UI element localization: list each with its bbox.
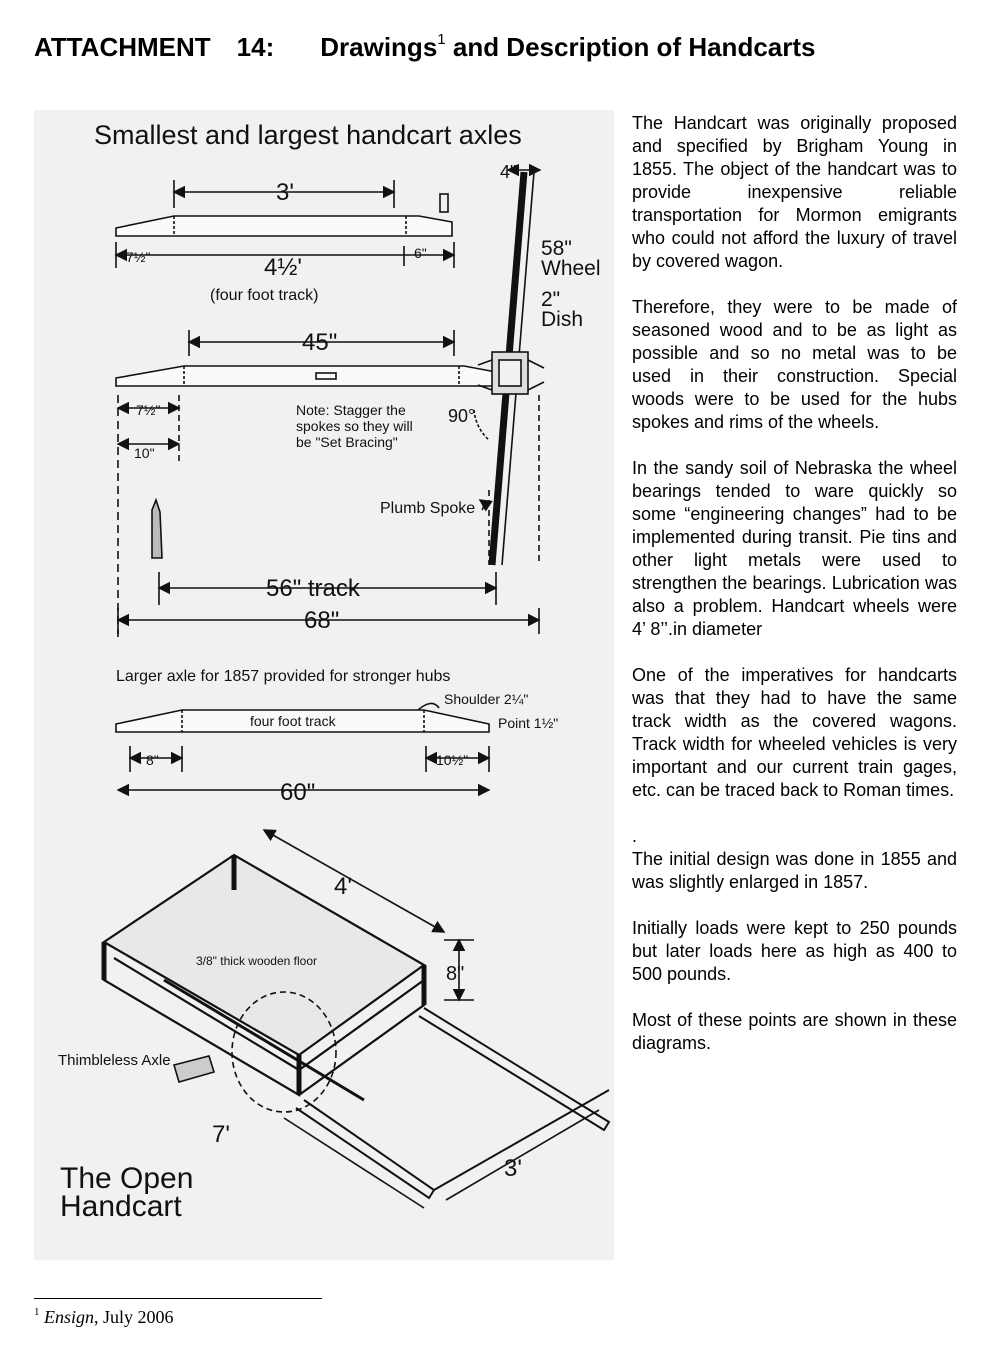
title-number: 14: <box>236 32 275 62</box>
large-axle-left-end: 8" <box>146 752 159 768</box>
title-label: ATTACHMENT <box>34 32 211 62</box>
axle-45-length: 45" <box>302 329 337 356</box>
large-axle-shoulder: Shoulder 2¼" <box>444 691 528 707</box>
page-title: ATTACHMENT 14: Drawings1 and Description o… <box>34 32 954 63</box>
thimbleless-axle: Thimbleless Axle <box>58 1052 171 1069</box>
description-paragraph: The initial design was done in 1855 and … <box>632 849 957 892</box>
large-axle-caption: Larger axle for 1857 provided for strong… <box>116 668 450 685</box>
footnote: 1 Ensign, July 2006 <box>34 1307 174 1328</box>
overall-width: 68" <box>304 607 339 634</box>
large-axle-length: 60" <box>280 779 315 806</box>
cart-handle <box>295 1007 611 1200</box>
cart-width: 4' <box>334 873 352 900</box>
figure-title: Smallest and largest handcart axles <box>94 120 522 150</box>
cart-depth: 8" <box>446 963 464 985</box>
cart-box <box>101 853 427 1097</box>
spoke-note-line3: be "Set Bracing" <box>296 434 398 450</box>
footnote-number: 1 <box>34 1306 40 1318</box>
cart-name-line2: Handcart <box>60 1190 182 1223</box>
small-axle-note: (four foot track) <box>210 287 318 304</box>
small-axle-length: 4½' <box>264 254 302 281</box>
footnote-source: Ensign <box>44 1307 95 1327</box>
track-width: 56" track <box>266 575 361 602</box>
description-paragraph: Most of these points are shown in these … <box>632 1010 957 1053</box>
wheel-diameter-label: Wheel <box>541 257 601 280</box>
handcart-diagram: Smallest and largest handcart axles 3' 7… <box>58 120 611 1223</box>
title-heading-rest: and Description of Handcarts <box>452 32 816 62</box>
spoke-note-line2: spokes so they will <box>296 418 413 434</box>
spoke-note-line1: Note: Stagger the <box>296 402 406 418</box>
cart-floor: 3/8" thick wooden floor <box>196 954 317 968</box>
wheel-diameter: 58" <box>541 237 572 260</box>
description-paragraph: . <box>632 826 638 846</box>
large-axle-right-end: 10½" <box>436 752 468 768</box>
title-heading: Drawings <box>320 32 438 62</box>
axle-45-left-end: 7½" <box>136 402 160 418</box>
description-paragraph: In the sandy soil of Nebraska the wheel … <box>632 458 957 639</box>
axle-45 <box>115 365 497 387</box>
footnote-date: , July 2006 <box>94 1307 174 1327</box>
wheel-hub-size: 4" <box>500 162 516 182</box>
plumb-spoke-label: Plumb Spoke <box>380 500 475 517</box>
wheel-dish-label: Dish <box>541 308 583 331</box>
cart-length: 7' <box>212 1121 230 1148</box>
large-axle-inner: four foot track <box>250 713 337 729</box>
description-text: The Handcart was originally proposed and… <box>632 112 957 1078</box>
small-axle-shoulder: 6" <box>414 245 427 261</box>
description-paragraph: Initially loads were kept to 250 pounds … <box>632 918 957 984</box>
description-paragraph: Therefore, they were to be made of seaso… <box>632 297 957 432</box>
small-axle-span: 3' <box>276 179 294 206</box>
small-axle-left-end: 7½" <box>126 249 150 265</box>
handcart-drawing: Smallest and largest handcart axles 3' 7… <box>34 110 614 1260</box>
description-paragraph: The Handcart was originally proposed and… <box>632 113 957 271</box>
footnote-divider <box>34 1298 322 1299</box>
small-axle <box>115 215 453 237</box>
footnote-reference: 1 <box>437 31 446 48</box>
spoke-angle: 90° <box>448 406 475 426</box>
wheel-dish: 2" <box>541 288 560 311</box>
cart-name-line1: The Open <box>60 1162 193 1195</box>
axle-45-offset: 10" <box>134 445 155 461</box>
large-axle-point: Point 1½" <box>498 715 558 731</box>
description-paragraph: One of the imperatives for handcarts was… <box>632 665 957 800</box>
handle-length: 3' <box>504 1155 522 1182</box>
